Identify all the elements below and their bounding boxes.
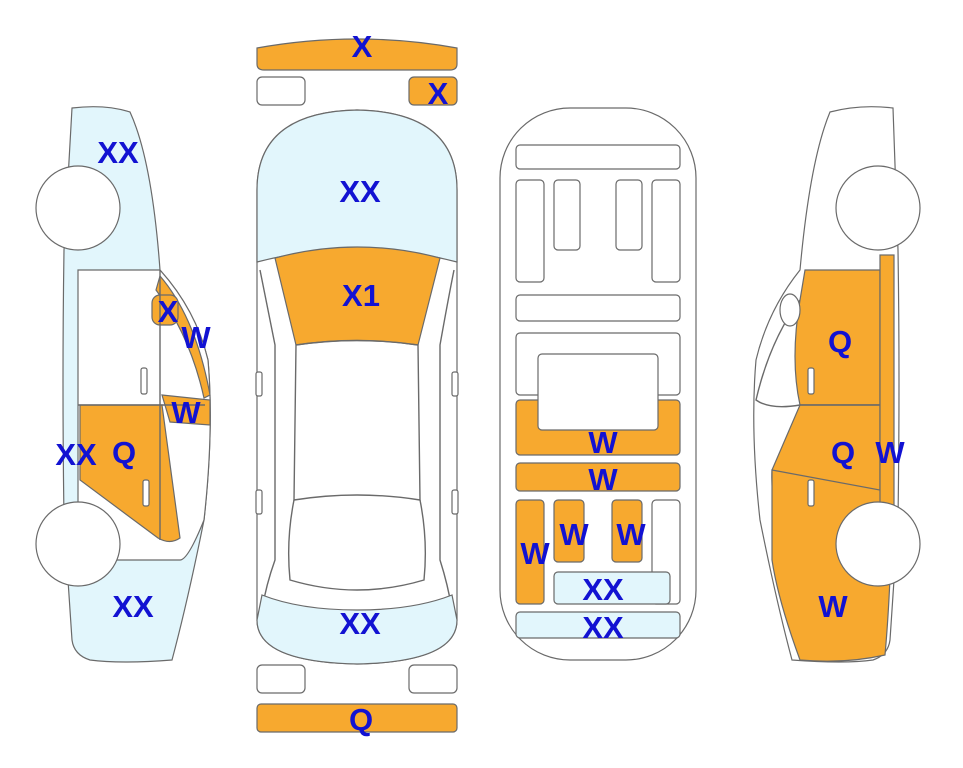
left-mirror[interactable] xyxy=(151,294,179,326)
label-right-door-2: Q xyxy=(831,435,855,470)
label-front-bumper: X xyxy=(352,29,373,64)
damage-labels: X X XX X1 XX Q XX X W W XX Q XX W W W W … xyxy=(55,29,905,737)
label-right-rear: W xyxy=(818,589,848,624)
label-floor-3: W xyxy=(520,536,550,571)
label-left-window-1: W xyxy=(181,320,211,355)
label-right-door-1: Q xyxy=(828,324,852,359)
left-rear-door[interactable] xyxy=(79,404,181,543)
label-hood: XX xyxy=(339,174,381,209)
front-right-light[interactable] xyxy=(408,76,458,106)
rear-bumper[interactable] xyxy=(256,703,458,733)
left-rear-wheel xyxy=(35,501,121,587)
right-mirror[interactable] xyxy=(779,293,801,327)
label-left-rear: XX xyxy=(112,589,154,624)
label-floor-4: W xyxy=(559,517,589,552)
label-left-pillar: X xyxy=(158,294,179,329)
label-floor-6: XX xyxy=(582,572,624,607)
label-windshield: X1 xyxy=(342,278,380,313)
label-left-door: Q xyxy=(112,435,136,470)
left-quarter-window[interactable] xyxy=(161,394,211,426)
floor-panel-2[interactable] xyxy=(515,462,681,492)
floor-panel-3[interactable] xyxy=(515,499,545,605)
label-front-light: X xyxy=(428,76,449,111)
label-floor-2: W xyxy=(588,462,618,497)
label-rear-bumper: Q xyxy=(349,702,373,737)
label-left-front: XX xyxy=(97,135,139,170)
label-floor-1: W xyxy=(588,425,618,460)
label-floor-5: W xyxy=(616,517,646,552)
front-bumper[interactable] xyxy=(256,38,458,71)
label-right-pillar: W xyxy=(875,435,905,470)
floor-panel-7[interactable] xyxy=(515,611,681,639)
trunk[interactable] xyxy=(256,594,458,665)
left-front-wheel xyxy=(35,165,121,251)
right-rear-wheel xyxy=(835,501,921,587)
right-side-view xyxy=(753,106,921,663)
top-view xyxy=(255,38,459,733)
floor-panel-4[interactable] xyxy=(553,499,585,563)
floor-panel-6[interactable] xyxy=(553,571,671,605)
floor-view xyxy=(499,107,697,661)
left-side-view xyxy=(35,106,211,663)
label-left-side: XX xyxy=(55,437,97,472)
label-floor-7: XX xyxy=(582,610,624,645)
rear-right-light[interactable] xyxy=(408,664,458,694)
label-trunk: XX xyxy=(339,606,381,641)
right-front-wheel xyxy=(835,165,921,251)
floor-panel-5[interactable] xyxy=(611,499,643,563)
front-left-light[interactable] xyxy=(256,76,306,106)
rear-left-light[interactable] xyxy=(256,664,306,694)
label-left-window-2: W xyxy=(171,395,201,430)
